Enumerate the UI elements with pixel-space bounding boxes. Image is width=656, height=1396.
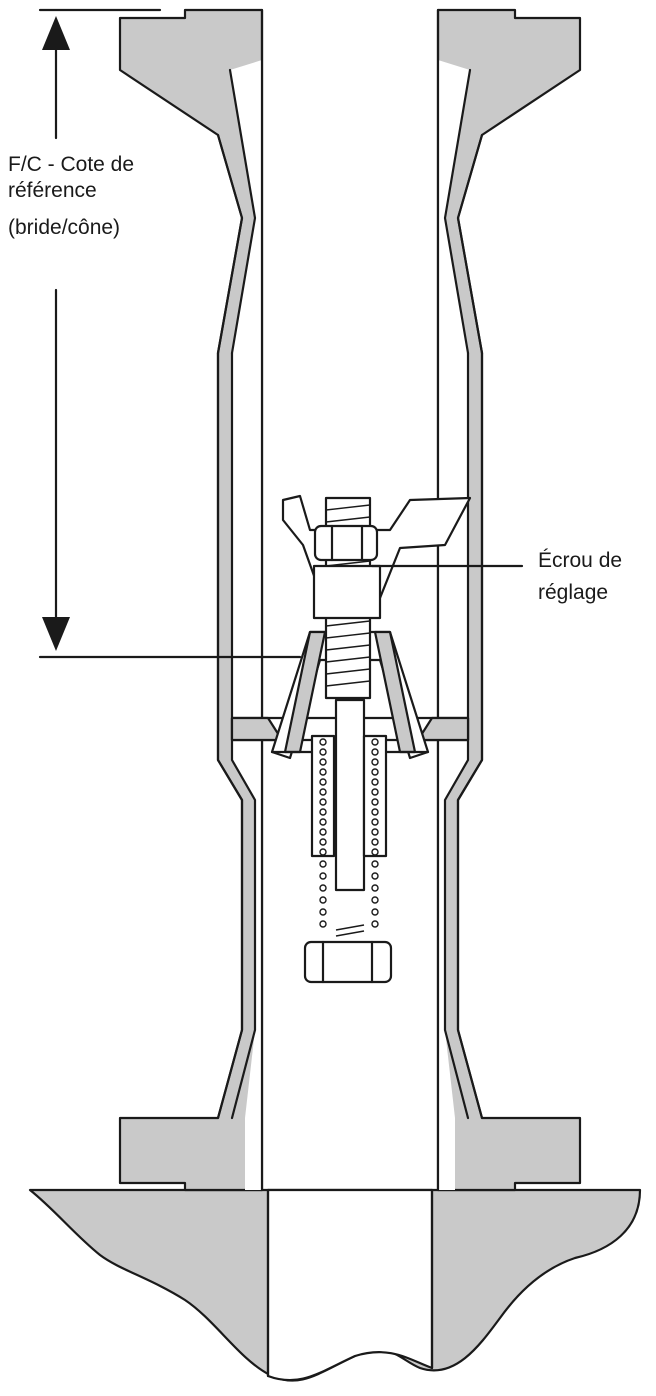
ground-base [28, 1188, 642, 1382]
adjust-nut [312, 524, 382, 620]
adjust-nut-label: Écrou de réglage [538, 548, 622, 607]
nut-label-line1: Écrou de [538, 549, 623, 572]
reference-label-line2: référence [8, 179, 97, 203]
pipe-left-wall [118, 8, 264, 1192]
reference-label-line3: (bride/cône) [8, 215, 121, 239]
spring-tube-right [362, 734, 388, 928]
dimension-arrow [38, 8, 302, 659]
valve-cone [270, 630, 430, 760]
reference-dimension-label: F/C - Cote de référence (bride/cône) [8, 152, 134, 241]
spring-tube-left [310, 734, 336, 928]
reference-label-line1: F/C - Cote de [8, 153, 135, 176]
spring-lower-coils [335, 924, 365, 937]
nut-label-line2: réglage [538, 581, 609, 605]
bottom-nut [303, 940, 393, 984]
pipe-right-wall [436, 8, 582, 1192]
